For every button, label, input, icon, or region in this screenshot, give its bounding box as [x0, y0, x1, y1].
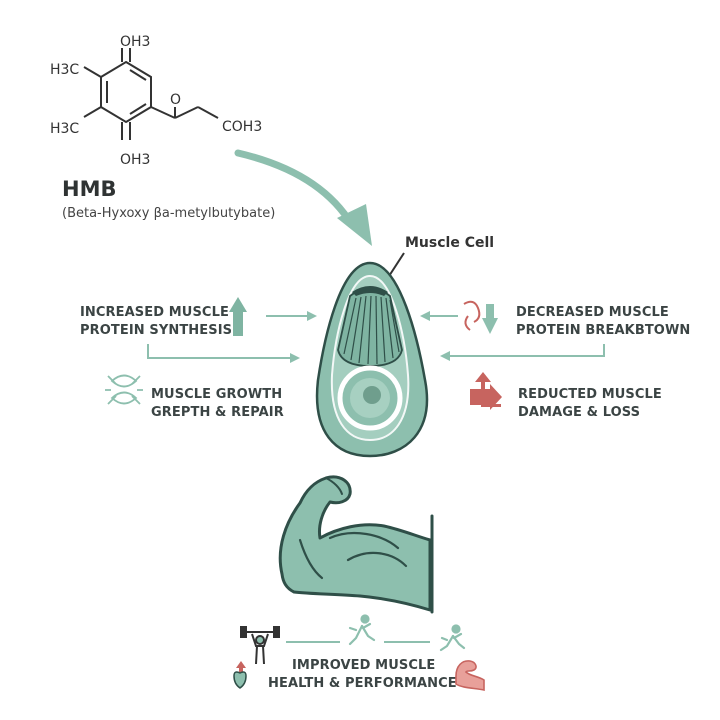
molecule-name: HMB [62, 177, 116, 201]
heart-icon [233, 661, 247, 689]
molecule-full-name: (Beta-Hyxoxy βa-metylbutybate) [62, 206, 275, 221]
muscle-cell [315, 261, 429, 458]
flexed-arm-icon [278, 475, 434, 614]
synthesis-to-cell-arrow [147, 344, 300, 363]
curved-arrow-icon [234, 149, 372, 246]
growth-line2: GREPTH & REPAIR [151, 405, 284, 420]
hmb-molecule-structure [83, 48, 219, 140]
weightlifter-icon [240, 626, 280, 665]
protein-icon [105, 374, 143, 405]
molecule-group-bottom: OH3 [120, 152, 150, 168]
breakdown-to-cell-arrow [440, 344, 605, 361]
damage-arrow-icon [470, 372, 502, 410]
molecule-group-tail: COH3 [222, 119, 262, 135]
runner-icon [439, 624, 466, 652]
breakdown-line2: PROTEIN BREAKBTOWN [516, 323, 690, 338]
molecule-group-side-o: O [170, 92, 181, 108]
damage-line2: DAMAGE & LOSS [518, 405, 640, 420]
breakdown-line1: DECREASED MUSCLE [516, 305, 669, 320]
outcome-line1: IMPROVED MUSCLE [292, 658, 435, 673]
molecule-group-left-upper: H3C [50, 62, 79, 78]
myofibril-bundle [337, 286, 403, 367]
outcome-line2: HEALTH & PERFORMANCE [268, 676, 457, 691]
cell-nucleus [337, 365, 403, 431]
flexed-arm-icon [455, 660, 485, 691]
dna-icon [463, 300, 498, 334]
runner-icon [348, 614, 376, 646]
up-arrow-icon [229, 297, 247, 336]
synthesis-line1: INCREASED MUSCLE [80, 305, 229, 320]
molecule-group-left-lower: H3C [50, 121, 79, 137]
muscle-cell-label: Muscle Cell [405, 235, 494, 251]
synthesis-line2: PROTEIN SYNTHESIS [80, 323, 232, 338]
growth-line1: MUSCLE GROWTH [151, 387, 282, 402]
damage-line1: REDUCTED MUSCLE [518, 387, 662, 402]
molecule-group-top: OH3 [120, 34, 150, 50]
